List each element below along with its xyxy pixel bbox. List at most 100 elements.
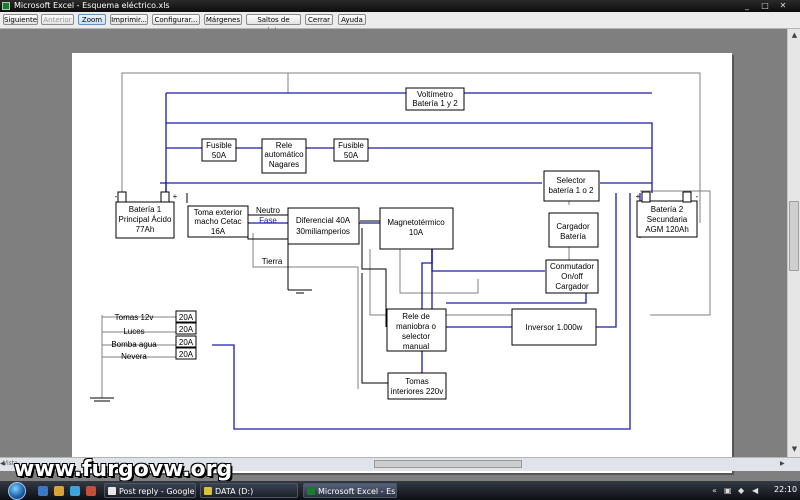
rele-auto-label-2: automático <box>264 150 304 159</box>
magnet-gray-wire <box>399 249 479 294</box>
toma-exterior-box <box>187 205 249 238</box>
fuse-label-1: 20A <box>179 313 194 322</box>
diferencial-label-2: 30miliamperios <box>296 227 350 236</box>
circuit-label-2: Luces <box>123 327 144 336</box>
print-preview-toolbar: Siguiente Anterior Zoom Imprimir... Conf… <box>0 12 800 35</box>
conmutador-box <box>545 259 599 294</box>
component-boxes <box>115 87 698 400</box>
bateria2-label-1: Batería 2 <box>651 205 684 214</box>
rele-maniobra-box <box>386 308 447 352</box>
zoom-button[interactable]: Zoom <box>78 14 106 25</box>
bateria1-box <box>115 201 175 239</box>
fuse-label-4: 20A <box>179 350 194 359</box>
toma-exterior-label-3: 16A <box>211 227 226 236</box>
rele-auto-label-1: Rele <box>276 141 293 150</box>
preview-page: Voltímetro Batería 1 y 2 Fusible 50A Rel… <box>72 53 732 473</box>
previous-page-button[interactable]: Anterior <box>41 14 74 25</box>
task-label-3: Microsoft Excel - Es... <box>318 487 397 496</box>
bat1-plus-sign: + <box>173 192 178 201</box>
app-quicklaunch-icon[interactable] <box>86 486 96 496</box>
folder-icon[interactable] <box>54 486 64 496</box>
status-text: Vista <box>3 460 18 467</box>
fase-label: Fase <box>259 216 277 225</box>
bat2-plus-sign: + <box>636 192 641 201</box>
fusible-left-box <box>201 138 237 162</box>
page-breaks-button[interactable]: Saltos de página <box>246 14 301 35</box>
clock[interactable]: 22:10 <box>774 485 798 494</box>
fusible-right-box <box>333 138 369 162</box>
tomas-interiores-label-1: Tomas <box>405 377 429 386</box>
circuit-label-1: Tomas 12v <box>115 313 154 322</box>
selector-box <box>543 170 600 202</box>
fusible-right-label-1: Fusible <box>338 141 364 150</box>
black-wires <box>90 193 392 402</box>
inversor-bat2-wire <box>596 193 617 328</box>
magnetotermico-box <box>379 207 454 250</box>
setup-button[interactable]: Configurar... <box>152 14 200 25</box>
fuse-box-1 <box>175 310 197 323</box>
tierra-wire-gray <box>252 233 359 389</box>
task-data-drive[interactable]: DATA (D:) <box>200 483 298 498</box>
tray-arrow-icon[interactable]: « <box>712 486 717 495</box>
right-gray-wire <box>640 190 711 316</box>
scroll-up-icon[interactable]: ▲ <box>791 31 798 39</box>
next-page-button[interactable]: Siguiente <box>3 14 38 25</box>
excel-icon <box>307 487 315 495</box>
scroll-right-icon[interactable]: ▶ <box>780 460 785 467</box>
rele-gray-wire <box>369 249 387 316</box>
browser-page-icon <box>108 487 116 495</box>
show-desktop-icon[interactable] <box>38 486 48 496</box>
task-post-reply[interactable]: Post reply - Google ... <box>104 483 196 498</box>
margins-button[interactable]: Márgenes <box>204 14 242 25</box>
bateria1-label-1: Batería 1 <box>129 205 162 214</box>
fusible-left-label-1: Fusible <box>206 141 232 150</box>
task-label-1: Post reply - Google ... <box>119 487 195 496</box>
task-excel[interactable]: Microsoft Excel - Es... <box>303 483 397 498</box>
preview-workarea: Voltímetro Batería 1 y 2 Fusible 50A Rel… <box>0 29 787 473</box>
fuse-box-3 <box>175 335 197 348</box>
tomas-interiores-box <box>387 372 447 400</box>
start-button[interactable] <box>8 482 26 500</box>
browser-icon[interactable] <box>70 486 80 496</box>
horizontal-scrollbar[interactable]: ◀ ▶ <box>0 460 790 469</box>
wire-labels: Neutro Fase Tierra <box>256 206 283 266</box>
bateria1-label-3: 77Ah <box>136 225 155 234</box>
scroll-down-icon[interactable]: ▼ <box>791 445 798 453</box>
bat1-minus-sign: - <box>115 192 118 201</box>
print-button[interactable]: Imprimir... <box>110 14 148 25</box>
vertical-scrollbar[interactable]: ▲ ▼ <box>787 29 800 457</box>
network-icon[interactable]: ▣ <box>724 486 732 495</box>
close-window-button[interactable]: ✕ <box>779 1 787 10</box>
fusible-right-label-2: 50A <box>344 151 359 160</box>
horizontal-scroll-thumb[interactable] <box>374 460 522 468</box>
fuse-label-2: 20A <box>179 325 194 334</box>
toma-exterior-label-2: macho Cetac <box>194 217 241 226</box>
excel-app-icon <box>2 2 10 10</box>
close-preview-button[interactable]: Cerrar <box>305 14 333 25</box>
shield-icon[interactable]: ◆ <box>738 486 745 495</box>
minimize-button[interactable]: _ <box>745 1 749 10</box>
bat2-minus-sign: - <box>696 192 699 201</box>
window-titlebar: Microsoft Excel - Esquema eléctrico.xls … <box>0 0 800 12</box>
bat2-plus-terminal <box>641 191 651 203</box>
magnet-black-wire <box>361 228 387 327</box>
circuit-label-4: Nevera <box>121 352 147 361</box>
maximize-button[interactable]: □ <box>761 1 769 10</box>
bateria2-label-3: AGM 120Ah <box>645 225 689 234</box>
scroll-left-icon[interactable]: ◀ <box>0 460 5 467</box>
vertical-scroll-thumb[interactable] <box>789 201 799 271</box>
window-title: Microsoft Excel - Esquema eléctrico.xls <box>14 1 170 10</box>
rele-maniobra-label-2: maniobra o <box>396 322 437 331</box>
box-labels: Voltímetro Batería 1 y 2 Fusible 50A Rel… <box>119 90 689 396</box>
volume-icon[interactable]: ◀ <box>752 486 759 495</box>
voltimetro-box <box>405 87 465 111</box>
toma-exterior-label-1: Toma exterior <box>194 208 243 217</box>
circuit-labels: Tomas 12v Luces Bomba agua Nevera 20A 20… <box>111 313 193 361</box>
bateria1-label-2: Principal Ácido <box>119 215 172 224</box>
help-button[interactable]: Ayuda <box>338 14 366 25</box>
fuse-box-2 <box>175 322 197 335</box>
rele-maniobra-label-3: selector <box>402 332 430 341</box>
fuse-label-3: 20A <box>179 338 194 347</box>
taskbar: Post reply - Google ... DATA (D:) Micros… <box>0 481 800 500</box>
inversor-box <box>511 308 597 346</box>
